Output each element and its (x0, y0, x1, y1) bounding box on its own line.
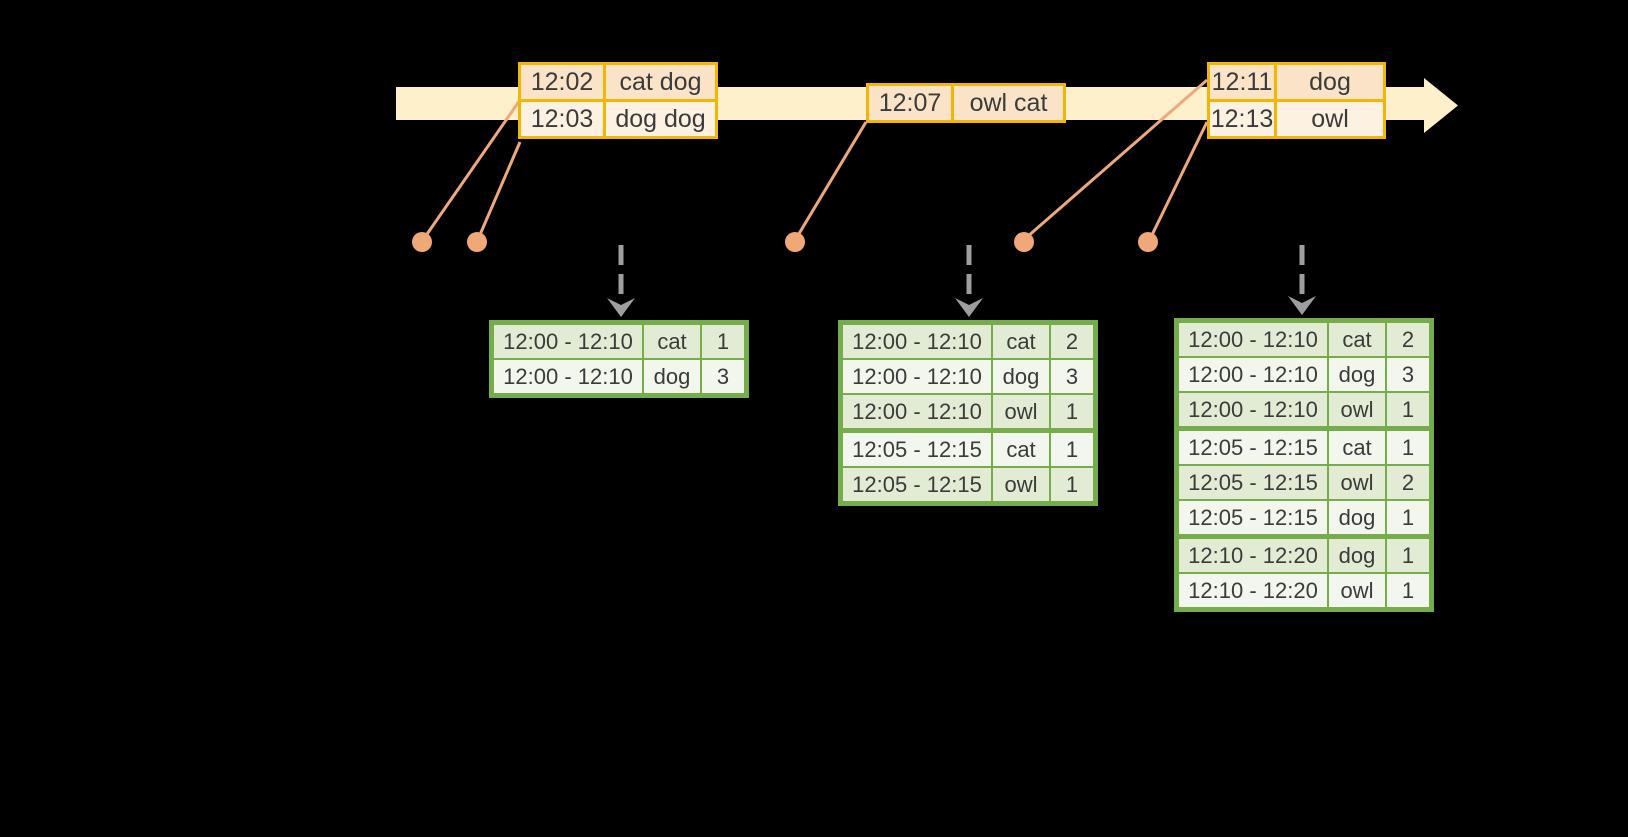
count-cell: 2 (1385, 319, 1433, 358)
event-row: 12:07 owl cat (866, 83, 1066, 123)
event-table-1202-1203: 12:02 cat dog 12:03 dog dog (518, 62, 718, 139)
event-words-cell: owl (1274, 99, 1386, 139)
window-cell: 12:10 - 12:20 (1175, 572, 1329, 611)
result-table-trigger-2: 12:00 - 12:10 cat 2 12:00 - 12:10 dog 3 … (838, 320, 1098, 506)
event-words-cell: cat dog (603, 62, 718, 102)
count-cell: 3 (1385, 356, 1433, 393)
window-cell: 12:00 - 12:10 (1175, 319, 1329, 358)
result-row: 12:05 - 12:15 dog 1 (1175, 499, 1433, 538)
event-dot (412, 232, 432, 252)
trigger-arrow-icon (607, 245, 635, 317)
word-cell: dog (1327, 534, 1387, 574)
result-table-trigger-3: 12:00 - 12:10 cat 2 12:00 - 12:10 dog 3 … (1174, 318, 1434, 612)
count-cell: 3 (700, 358, 748, 397)
event-dot (785, 232, 805, 252)
word-cell: dog (991, 358, 1051, 395)
word-cell: owl (1327, 572, 1387, 611)
count-cell: 1 (1049, 428, 1097, 468)
event-dot (1138, 232, 1158, 252)
result-row: 12:00 - 12:10 cat 2 (839, 321, 1097, 360)
window-cell: 12:05 - 12:15 (1175, 499, 1329, 538)
count-cell: 1 (1049, 393, 1097, 432)
word-cell: dog (1327, 499, 1387, 538)
result-row: 12:00 - 12:10 cat 2 (1175, 319, 1433, 358)
result-row: 12:00 - 12:10 owl 1 (839, 393, 1097, 432)
word-cell: owl (991, 466, 1051, 505)
count-cell: 1 (1049, 466, 1097, 505)
event-connector-line (1026, 78, 1208, 239)
result-row: 12:00 - 12:10 cat 1 (490, 321, 748, 360)
word-cell: cat (642, 321, 702, 360)
word-cell: dog (642, 358, 702, 397)
window-cell: 12:05 - 12:15 (839, 428, 993, 468)
result-row: 12:10 - 12:20 dog 1 (1175, 534, 1433, 574)
event-row: 12:03 dog dog (518, 99, 718, 139)
event-row: 12:11 dog (1207, 62, 1386, 102)
result-table-trigger-1: 12:00 - 12:10 cat 1 12:00 - 12:10 dog 3 (489, 320, 749, 398)
window-cell: 12:00 - 12:10 (490, 321, 644, 360)
word-cell: cat (991, 321, 1051, 360)
word-cell: dog (1327, 356, 1387, 393)
event-connector-line (477, 141, 522, 238)
count-cell: 2 (1049, 321, 1097, 360)
window-cell: 12:00 - 12:10 (1175, 391, 1329, 430)
window-cell: 12:00 - 12:10 (490, 358, 644, 397)
count-cell: 1 (1385, 572, 1433, 611)
word-cell: cat (1327, 319, 1387, 358)
timeline-arrowhead-icon (1424, 78, 1458, 133)
result-row: 12:00 - 12:10 dog 3 (839, 358, 1097, 395)
event-time-cell: 12:11 (1207, 62, 1277, 102)
event-time-cell: 12:13 (1207, 99, 1277, 139)
result-row: 12:10 - 12:20 owl 1 (1175, 572, 1433, 611)
event-connector-line (1149, 121, 1209, 238)
count-cell: 1 (1385, 534, 1433, 574)
trigger-arrow-icon (955, 245, 983, 317)
event-time-cell: 12:03 (518, 99, 606, 139)
result-row: 12:05 - 12:15 cat 1 (1175, 426, 1433, 466)
word-cell: cat (1327, 426, 1387, 466)
count-cell: 1 (1385, 426, 1433, 466)
count-cell: 2 (1385, 464, 1433, 501)
count-cell: 3 (1049, 358, 1097, 395)
event-table-1211-1213: 12:11 dog 12:13 owl (1207, 62, 1386, 139)
result-row: 12:00 - 12:10 dog 3 (1175, 356, 1433, 393)
event-row: 12:13 owl (1207, 99, 1386, 139)
result-row: 12:00 - 12:10 owl 1 (1175, 391, 1433, 430)
trigger-arrow-icon (1288, 245, 1316, 315)
result-row: 12:05 - 12:15 owl 1 (839, 466, 1097, 505)
event-connector-line (423, 99, 522, 238)
window-cell: 12:10 - 12:20 (1175, 534, 1329, 574)
window-cell: 12:00 - 12:10 (839, 358, 993, 395)
event-dot (467, 232, 487, 252)
event-words-cell: dog (1274, 62, 1386, 102)
result-row: 12:05 - 12:15 owl 2 (1175, 464, 1433, 501)
window-cell: 12:00 - 12:10 (839, 321, 993, 360)
window-cell: 12:05 - 12:15 (1175, 464, 1329, 501)
word-cell: cat (991, 428, 1051, 468)
window-cell: 12:00 - 12:10 (1175, 356, 1329, 393)
event-time-cell: 12:02 (518, 62, 606, 102)
count-cell: 1 (1385, 391, 1433, 430)
result-row: 12:05 - 12:15 cat 1 (839, 428, 1097, 468)
event-row: 12:02 cat dog (518, 62, 718, 102)
word-cell: owl (1327, 391, 1387, 430)
window-cell: 12:05 - 12:15 (839, 466, 993, 505)
count-cell: 1 (1385, 499, 1433, 538)
word-cell: owl (1327, 464, 1387, 501)
window-cell: 12:05 - 12:15 (1175, 426, 1329, 466)
word-cell: owl (991, 393, 1051, 432)
event-time-cell: 12:07 (866, 83, 954, 123)
result-row: 12:00 - 12:10 dog 3 (490, 358, 748, 397)
event-connector-line (795, 121, 868, 238)
event-dot (1014, 232, 1034, 252)
event-words-cell: dog dog (603, 99, 718, 139)
window-cell: 12:00 - 12:10 (839, 393, 993, 432)
count-cell: 1 (700, 321, 748, 360)
event-words-cell: owl cat (951, 83, 1066, 123)
event-table-1207: 12:07 owl cat (866, 83, 1066, 123)
